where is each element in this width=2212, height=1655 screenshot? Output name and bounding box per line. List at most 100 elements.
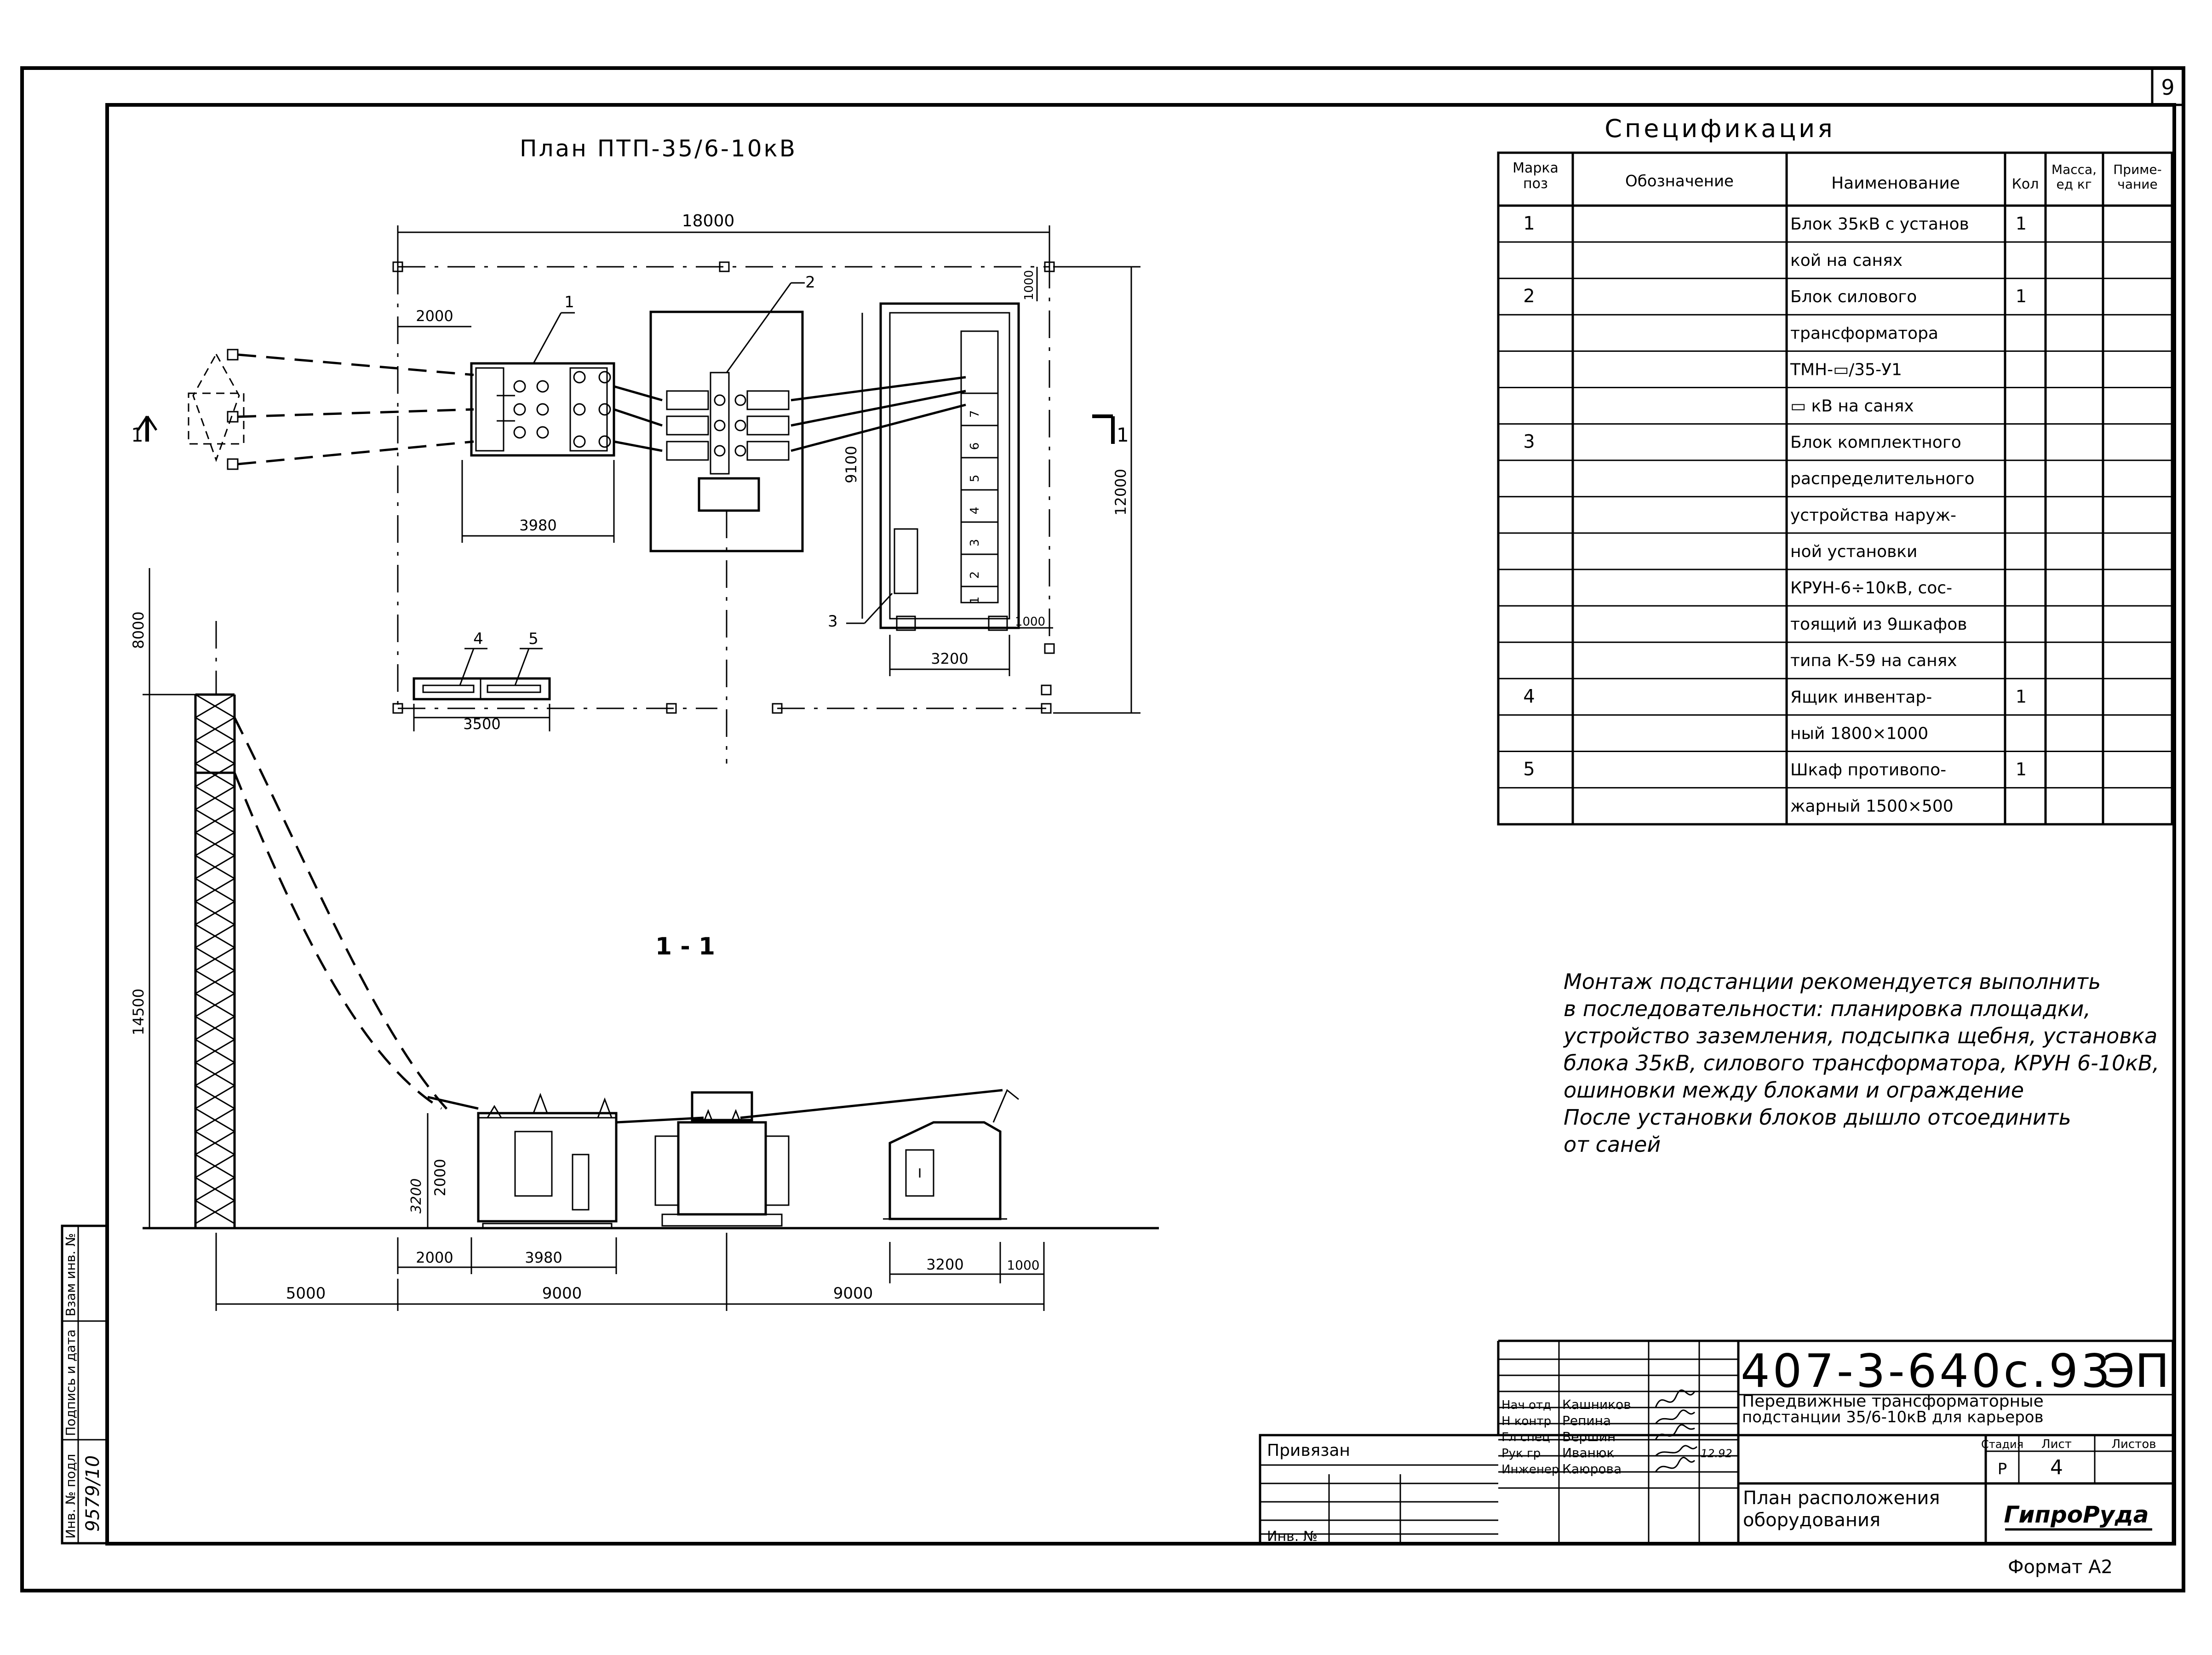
- dim-1000-top: 1000: [1022, 270, 1036, 300]
- cabinet-5: 5: [968, 475, 982, 483]
- sheet-frame: 9: [20, 66, 2185, 1592]
- dim-18000: 18000: [682, 212, 735, 230]
- name-ivanyuk: Иванюк: [1562, 1445, 1614, 1460]
- dim-12000: 12000: [1112, 469, 1129, 516]
- spec-header-name: Наименование: [1831, 174, 1960, 193]
- role-ruk-gr: Рук гр: [1501, 1447, 1541, 1460]
- title-block: Привязан Инв. № Нач отд Н контр Гл спец …: [1259, 1339, 2174, 1545]
- spec-row-name: Блок 35кВ с установ: [1790, 215, 1969, 234]
- note-line: устройство заземления, подсыпка щебня, у…: [1564, 1023, 2158, 1048]
- spec-row-name: трансформатора: [1790, 324, 1938, 343]
- dim-3980-section: 3980: [525, 1249, 562, 1266]
- format-label: Формат А2: [2008, 1557, 2113, 1578]
- privyazan-label: Привязан: [1267, 1441, 1350, 1460]
- spec-row-name: Шкаф противопо-: [1790, 761, 1946, 780]
- block-krun-plan: 7 6 5 4 3 2 1: [879, 302, 1020, 631]
- drawing-title-1: План расположения: [1743, 1488, 1940, 1509]
- cabinet-3: 3: [968, 539, 982, 547]
- dim-3200-section-v: 3200: [408, 1178, 424, 1213]
- box-and-cabinet-plan: [413, 677, 551, 701]
- dim-1000-bottom: 1000: [1015, 615, 1045, 629]
- sheet-number: 9: [2161, 75, 2174, 100]
- dim-9000-b: 9000: [833, 1284, 873, 1303]
- sheet-value: 4: [2050, 1456, 2063, 1479]
- side-stamp-replace-label: Взам инв. №: [63, 1233, 78, 1316]
- spec-row-name: Блок комплектного: [1790, 433, 1961, 452]
- note-line: Монтаж подстанции рекомендуется выполнит…: [1564, 969, 2101, 994]
- spec-row-qty: 1: [2016, 686, 2027, 707]
- dim-3980-plan: 3980: [519, 517, 556, 534]
- dim-3500: 3500: [463, 715, 500, 733]
- dim-8000: 8000: [130, 611, 147, 649]
- dim-9000-a: 9000: [542, 1284, 582, 1303]
- section-mark-right: 1: [1092, 414, 1129, 446]
- section-view: 1 - 1 8000 14500: [130, 568, 1159, 1311]
- cabinet-1: 1: [968, 597, 982, 604]
- section-code: ЭП: [2103, 1344, 2169, 1398]
- section-mark-left-label: 1: [131, 424, 143, 446]
- spec-row-name: жарный 1500×500: [1790, 797, 1954, 816]
- project-title-1: Передвижные трансформаторные: [1742, 1392, 2044, 1411]
- dim-14500: 14500: [130, 988, 147, 1035]
- spec-row-name: ТМН-▭/35-У1: [1790, 360, 1902, 379]
- note-line: в последовательности: планировка площадк…: [1564, 996, 2091, 1021]
- spec-row-name: КРУН-6÷10кВ, сос-: [1790, 579, 1952, 598]
- side-stamp-inv-label: Инв. № подл: [63, 1454, 78, 1539]
- signatures: [1655, 1389, 1698, 1472]
- callout-5: 5: [528, 630, 539, 648]
- spec-row-name: Ящик инвентар-: [1790, 688, 1932, 707]
- inv-no-label: Инв. №: [1267, 1529, 1318, 1545]
- block-35kv-plan: [470, 362, 615, 457]
- spec-row-name: ной установки: [1790, 542, 1917, 561]
- krun-section: [883, 1089, 1019, 1220]
- sheet-label: Лист: [2041, 1437, 2072, 1451]
- drawing-title-2: оборудования: [1743, 1510, 1880, 1531]
- spec-row-pos: 1: [1523, 213, 1535, 234]
- dim-1000-section: 1000: [1007, 1258, 1039, 1273]
- installation-notes: Монтаж подстанции рекомендуется выполнит…: [1564, 968, 2175, 1158]
- name-kashnikov: Кашников: [1562, 1397, 1631, 1412]
- note-line: После установки блоков дышло отсоединить: [1564, 1105, 2071, 1130]
- dim-5000: 5000: [286, 1284, 326, 1303]
- side-stamp-inv-value: 9579/10: [82, 1455, 103, 1532]
- spec-row-qty: 1: [2016, 286, 2027, 306]
- stage-label: Стадия: [1981, 1438, 2023, 1451]
- cabinet-4: 4: [968, 507, 982, 515]
- spec-row-name: ▭ кВ на санях: [1790, 397, 1914, 416]
- spec-row-name: кой на санях: [1790, 251, 1903, 270]
- role-gl-spec: Гл спец: [1501, 1431, 1550, 1444]
- cabinet-6: 6: [968, 442, 982, 450]
- cabinet-2: 2: [968, 571, 982, 579]
- callout-2: 2: [805, 273, 815, 292]
- company-name: ГипроРуда: [2004, 1501, 2149, 1528]
- support-plan: [188, 349, 474, 470]
- plan-title: План ПТП-35/6-10кВ: [520, 135, 797, 162]
- spec-row-name: ный 1800×1000: [1790, 724, 1928, 743]
- spec-row-qty: 1: [2016, 759, 2027, 780]
- dim-9100: 9100: [842, 446, 860, 483]
- lattice-tower: [194, 621, 236, 1228]
- spec-row-name: типа К-59 на санях: [1790, 651, 1957, 670]
- dim-2000-section-v: 2000: [431, 1159, 449, 1196]
- spec-row-pos: 4: [1523, 686, 1535, 707]
- block-35kv-section: [477, 1092, 618, 1229]
- callout-3: 3: [828, 612, 838, 631]
- role-n-kontr: Н контр: [1501, 1414, 1551, 1428]
- cabinet-7: 7: [968, 410, 982, 418]
- dim-2000-section: 2000: [416, 1249, 453, 1266]
- section-mark-right-label: 1: [1117, 424, 1129, 446]
- spec-row-name: устройства наруж-: [1790, 506, 1956, 525]
- callout-4: 4: [473, 630, 483, 648]
- spec-row-name: распределительного: [1790, 470, 1975, 488]
- spec-row-name: тоящий из 9шкафов: [1790, 615, 1967, 634]
- spec-row-pos: 5: [1523, 759, 1535, 780]
- section-mark-left: 1: [131, 415, 158, 446]
- section-title: 1 - 1: [655, 933, 715, 960]
- company-logo: ГипроРуда: [2004, 1501, 2152, 1531]
- plan-view: План ПТП-35/6-10кВ 18000 2000: [131, 135, 1140, 764]
- name-kayurova: Каюрова: [1562, 1461, 1622, 1477]
